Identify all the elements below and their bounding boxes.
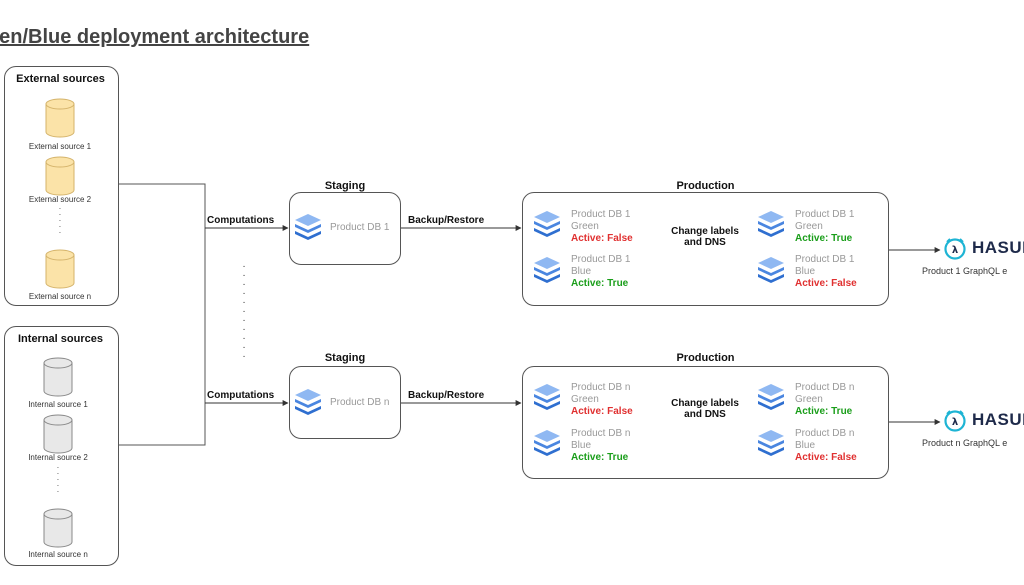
external-source-1-label: External source 1 [28, 142, 92, 151]
svg-text:λ: λ [952, 245, 959, 256]
staging-n-title: Staging [324, 352, 366, 364]
prodn-before-green-db: Product DB n Green Active: False [571, 382, 633, 417]
staging-n-database-icon [295, 389, 321, 415]
staging-1-db-label: Product DB 1 [330, 222, 390, 233]
hasura-logo-icon: λ [944, 410, 966, 432]
change-labels-dns-label-1: Change labels and DNS [671, 226, 739, 248]
computations-label-n: Computations [207, 390, 275, 401]
staging-n-box [289, 366, 401, 439]
pipeline-ellipsis: ··········· [242, 261, 246, 362]
backup-restore-label-1: Backup/Restore [408, 215, 485, 226]
prod1-after-green-db-icon [758, 211, 784, 237]
external-source-n-cylinder-icon [45, 249, 75, 289]
prodn-after-green-db: Product DB n Green Active: True [795, 382, 855, 417]
staging-1-box [289, 192, 401, 265]
external-source-2-label: External source 2 [28, 195, 92, 204]
internal-source-1-cylinder-icon [43, 357, 73, 397]
prodn-before-blue-db-icon [534, 430, 560, 456]
hasura-logo-icon: λ [944, 238, 966, 260]
prodn-after-green-db-icon [758, 384, 784, 410]
production-1-title: Production [676, 180, 735, 192]
page-title: een/Blue deployment architecture [0, 26, 310, 48]
status-active-true: Active: True [795, 406, 853, 417]
internal-sources-title: Internal sources [18, 333, 103, 345]
prodn-after-blue-db: Product DB n Blue Active: False [795, 428, 857, 463]
status-active-false: Active: False [571, 406, 633, 417]
status-active-false: Active: False [571, 233, 633, 244]
graphql-endpoint-1-label: Product 1 GraphQL e [922, 266, 1008, 276]
internal-source-1-label: Internal source 1 [28, 400, 88, 409]
prod1-after-blue-db-icon [758, 257, 784, 283]
staging-1-title: Staging [324, 180, 366, 192]
svg-text:λ: λ [952, 417, 959, 428]
production-n-box [522, 366, 889, 479]
prodn-before-blue-db: Product DB n Blue Active: True [571, 428, 631, 463]
internal-source-n-cylinder-icon [43, 508, 73, 548]
internal-source-2-cylinder-icon [43, 414, 73, 454]
prod1-before-green-db: Product DB 1 Green Active: False [571, 209, 633, 244]
hasura-wordmark-1: HASUR [972, 238, 1024, 257]
status-active-true: Active: True [571, 278, 629, 289]
prod1-after-blue-db: Product DB 1 Blue Active: False [795, 254, 857, 289]
status-active-true: Active: True [571, 452, 629, 463]
prod1-before-blue-db-icon [534, 257, 560, 283]
hasura-wordmark-n: HASUR [972, 410, 1024, 429]
computations-label-1: Computations [207, 215, 275, 226]
status-active-true: Active: True [795, 233, 853, 244]
external-source-1-cylinder-icon [45, 98, 75, 138]
prod1-before-blue-db: Product DB 1 Blue Active: True [571, 254, 631, 289]
external-sources-title: External sources [16, 73, 105, 85]
prodn-before-green-db-icon [534, 384, 560, 410]
internal-ellipsis: ····· [56, 463, 60, 496]
status-active-false: Active: False [795, 452, 857, 463]
staging-n-db-label: Product DB n [330, 397, 390, 408]
status-active-false: Active: False [795, 278, 857, 289]
staging-1-database-icon [295, 214, 321, 240]
prodn-after-blue-db-icon [758, 430, 784, 456]
internal-source-2-label: Internal source 2 [28, 453, 88, 462]
prod1-after-green-db: Product DB 1 Green Active: True [795, 209, 855, 244]
change-labels-dns-label-n: Change labels and DNS [671, 398, 739, 420]
external-source-2-cylinder-icon [45, 156, 75, 196]
production-1-box [522, 192, 889, 306]
graphql-endpoint-n-label: Product n GraphQL e [922, 438, 1008, 448]
external-ellipsis: ····· [58, 204, 62, 237]
production-n-title: Production [676, 352, 735, 364]
prod1-before-green-db-icon [534, 211, 560, 237]
internal-source-n-label: Internal source n [28, 550, 88, 559]
backup-restore-label-n: Backup/Restore [408, 390, 485, 401]
external-source-n-label: External source n [28, 292, 92, 301]
